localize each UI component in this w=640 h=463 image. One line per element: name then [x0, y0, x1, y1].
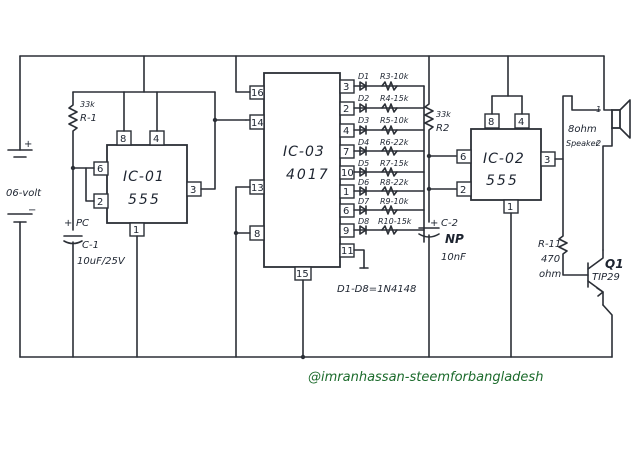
speaker: 1 8ohm Speaker 2	[566, 55, 631, 251]
diode-note: D1-D8=1N4148	[337, 284, 416, 295]
ic1-pin-6: 6	[97, 164, 103, 175]
ic2-part: 555	[486, 173, 519, 189]
ic1-pin-1: 1	[133, 225, 139, 236]
battery-minus-label: −	[28, 205, 36, 216]
r11-unit: ohm	[539, 269, 561, 280]
q1-part: TIP29	[592, 272, 620, 283]
ic2-name: IC-02	[483, 151, 525, 167]
diode-resistor-ladder: D1 R3-10k D2 R4-15k D3 R5-10k D4 R6-22k …	[337, 72, 425, 295]
ladder-r8: R8-22k	[380, 178, 409, 187]
speaker-ohms: 8ohm	[568, 124, 597, 135]
c1-plus: +	[64, 218, 72, 229]
ic-01: 8 4 6 2 3 1 IC-01 555	[93, 130, 202, 237]
r2-value: 33k	[436, 110, 451, 119]
ic3-pin-13: 13	[251, 183, 264, 194]
c2-type: NP	[445, 232, 464, 246]
ladder-d4: D4	[358, 138, 369, 147]
ladder-r6: R6-22k	[380, 138, 409, 147]
ic3-name: IC-03	[283, 144, 325, 160]
ic3-pin-9: 9	[343, 226, 349, 237]
ic2-pin-3: 3	[544, 155, 550, 166]
ic-02: 8 4 6 2 3 1 IC-02 555	[456, 113, 556, 214]
ic3-pin-8: 8	[254, 229, 260, 240]
r2-name: R2	[436, 123, 449, 134]
ic1-pin-2: 2	[97, 197, 103, 208]
r1-resistor: 33k R-1	[80, 100, 97, 124]
q1-name: Q1	[605, 257, 624, 271]
battery-06v: + 06-volt −	[6, 139, 42, 223]
r11-value: 470	[541, 254, 560, 265]
ic-03: 16 14 13 8 3 2 4 7 10 1 6 9 11 15 IC-03 …	[249, 72, 355, 281]
ic3-pin-4: 4	[343, 126, 349, 137]
ic3-pin-6: 6	[343, 206, 349, 217]
c2-name: C-2	[441, 218, 458, 229]
ladder-r7: R7-15k	[380, 159, 409, 168]
ic1-part: 555	[128, 192, 161, 208]
author-credit: @imranhassan-steemforbangladesh	[308, 370, 543, 385]
ic2-wiring	[491, 55, 573, 358]
c1-name: C-1	[82, 240, 99, 251]
c2-value: 10nF	[441, 252, 466, 263]
battery-plus-label: +	[24, 139, 32, 150]
ladder-d6: D6	[358, 178, 369, 187]
ladder-d3: D3	[358, 116, 369, 125]
c1-value: 10uF/25V	[77, 256, 126, 267]
ic2-pin-2: 2	[460, 185, 466, 196]
ladder-d7: D7	[358, 197, 370, 206]
speaker-pin-1: 1	[596, 105, 601, 114]
c1-type: PC	[76, 218, 89, 229]
ic2-pin-8: 8	[488, 117, 494, 128]
ic3-pin-3: 3	[343, 82, 349, 93]
ladder-r9: R9-10k	[380, 197, 409, 206]
ic3-pin-10: 10	[341, 168, 354, 179]
ladder-r10: R10-15k	[378, 217, 412, 226]
r2-c2-network: 33k R2 + C-2 NP 10nF	[418, 55, 466, 358]
ic3-pin-2: 2	[343, 104, 349, 115]
ic3-pin-11: 11	[341, 246, 354, 257]
r11-name: R-11	[538, 239, 561, 250]
ic3-pin-7: 7	[343, 147, 349, 158]
ic2-pin-4: 4	[518, 117, 524, 128]
ladder-d5: D5	[358, 159, 369, 168]
r1-value: 33k	[80, 100, 95, 109]
ladder-d8: D8	[358, 217, 369, 226]
r1-name: R-1	[80, 113, 97, 124]
ic3-pin-14: 14	[251, 118, 264, 129]
ic1-pin-3: 3	[190, 185, 196, 196]
ic3-part: 4017	[286, 167, 330, 183]
ic1-name: IC-01	[123, 169, 165, 185]
ladder-r5: R5-10k	[380, 116, 409, 125]
ic3-pin-16: 16	[251, 88, 264, 99]
ic3-pin-15: 15	[296, 269, 309, 280]
ladder-d2: D2	[358, 94, 369, 103]
ic1-wiring	[63, 55, 247, 358]
ic3-wiring	[233, 55, 306, 360]
ladder-r4: R4-15k	[380, 94, 409, 103]
ic3-pin-1: 1	[343, 187, 349, 198]
speaker-pin-2: 2	[596, 139, 601, 148]
ic2-pin-6: 6	[460, 152, 466, 163]
supply-rails	[19, 55, 613, 358]
c2-plus: +	[430, 218, 438, 229]
ic1-pin-4: 4	[153, 134, 159, 145]
ic1-pin-8: 8	[120, 134, 126, 145]
c1-capacitor: + PC C-1 10uF/25V	[64, 218, 126, 267]
battery-voltage-label: 06-volt	[6, 188, 42, 199]
ladder-d1: D1	[358, 72, 369, 81]
r11-q1-stage: R-11 470 ohm Q1 TIP29	[538, 158, 624, 358]
ladder-r3: R3-10k	[380, 72, 409, 81]
ic2-pin-1: 1	[507, 202, 513, 213]
speaker-label: Speaker	[566, 139, 600, 148]
